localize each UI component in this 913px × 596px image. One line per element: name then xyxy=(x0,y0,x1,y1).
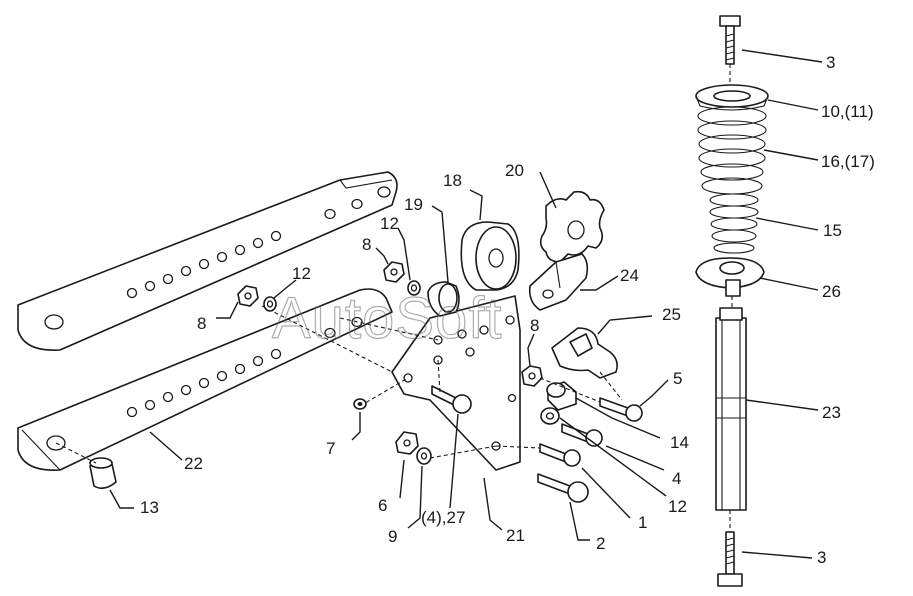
callout-26: 26 xyxy=(822,282,841,301)
nut-8-top xyxy=(383,261,405,283)
callout-8-left: 8 xyxy=(197,314,206,333)
callout-6: 6 xyxy=(378,496,387,515)
callout-2: 2 xyxy=(596,534,605,553)
autosoft-watermark: AutoSoft xyxy=(272,286,502,351)
lower-link-arm xyxy=(17,288,393,471)
callout-13: 13 xyxy=(140,498,159,517)
callout-12-right: 12 xyxy=(668,497,687,516)
callout-22: 22 xyxy=(184,454,203,473)
callout-15: 15 xyxy=(823,221,842,240)
spring-cap-10 xyxy=(695,84,769,111)
callout-12-left: 12 xyxy=(292,264,311,283)
rod-23 xyxy=(715,296,747,511)
callout-8-right: 8 xyxy=(530,316,539,335)
callout-1: 1 xyxy=(638,513,647,532)
callout-3-bottom: 3 xyxy=(817,548,826,567)
callout-24: 24 xyxy=(620,266,639,285)
spring-15 xyxy=(709,193,759,254)
callout-4-27: (4),27 xyxy=(421,508,465,527)
bolt-3-bottom xyxy=(717,510,743,587)
callout-5: 5 xyxy=(673,369,682,388)
callout-10-11: 10,(11) xyxy=(821,102,874,121)
nut-6 xyxy=(395,431,419,455)
callout-18: 18 xyxy=(443,171,462,190)
bolt-5 xyxy=(539,377,643,422)
callout-20: 20 xyxy=(505,161,524,180)
callout-8-mid: 8 xyxy=(362,235,371,254)
washer-7 xyxy=(353,398,367,410)
callout-9: 9 xyxy=(388,527,397,546)
spring-16 xyxy=(697,106,767,195)
nut-8-right xyxy=(521,365,543,387)
washer-12-top xyxy=(407,280,421,296)
latch-25 xyxy=(551,327,623,401)
bracket-24 xyxy=(528,253,589,311)
callout-14: 14 xyxy=(670,433,689,452)
nut-8-left xyxy=(237,285,259,307)
upper-link-arm xyxy=(17,171,398,351)
spacer-19 xyxy=(427,281,460,317)
washer-12-right xyxy=(540,407,560,425)
spacer-18 xyxy=(460,221,520,291)
bushing-13 xyxy=(55,442,117,490)
washer-12-left xyxy=(263,296,277,312)
spring-seat-26 xyxy=(695,257,765,297)
callout-3-top: 3 xyxy=(826,53,835,72)
bolt-1 xyxy=(495,443,581,467)
callout-12-top: 12 xyxy=(380,214,399,233)
callout-4: 4 xyxy=(672,469,681,488)
mounting-plate xyxy=(261,295,521,471)
callout-23: 23 xyxy=(822,403,841,422)
callout-16-17: 16,(17) xyxy=(821,152,875,171)
star-knob-20 xyxy=(539,190,605,263)
callout-7: 7 xyxy=(326,439,335,458)
bolt-3-top xyxy=(719,15,741,88)
callout-19: 19 xyxy=(404,195,423,214)
bolt-2 xyxy=(537,473,589,503)
leader-lines xyxy=(109,49,823,559)
callout-21: 21 xyxy=(506,526,525,545)
washer-9 xyxy=(416,445,497,465)
bolt-4-27 xyxy=(431,359,472,414)
callout-25: 25 xyxy=(662,305,681,324)
